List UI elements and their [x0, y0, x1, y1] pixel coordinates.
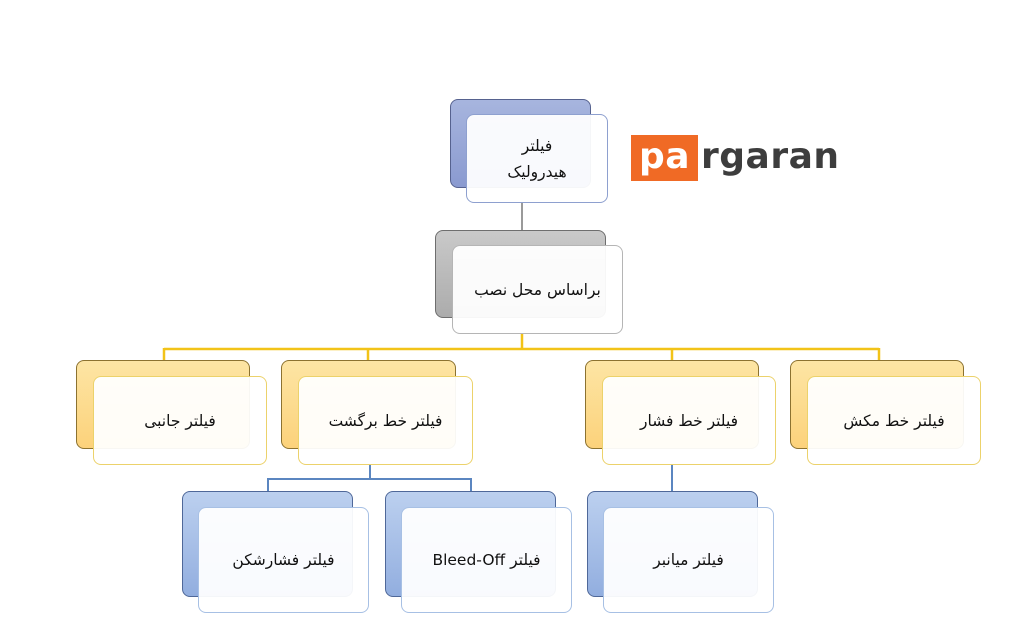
node-return-line-filter-label: فیلتر خط برگشت: [328, 411, 443, 430]
logo-suffix: rgaran: [701, 135, 840, 177]
node-bypass-filter-label: فیلتر میانبر: [653, 551, 724, 569]
connector-level1-to-level2: [162, 333, 881, 361]
node-bleed-off-filter-label: فیلتر Bleed-Off: [432, 551, 541, 569]
node-pressure-line-filter-label: فیلتر خط فشار: [639, 411, 739, 430]
node-hydraulic-filter-line1: فیلتر: [521, 136, 553, 155]
node-bleed-off-filter: فیلتر Bleed-Off: [385, 491, 572, 613]
node-pressure-relief-filter: فیلتر فشارشکن: [182, 491, 369, 613]
node-by-installation-location: براساس محل نصب: [435, 230, 623, 334]
node-side-filter-label: فیلتر جانبی: [144, 411, 216, 430]
node-side-filter: فیلتر جانبی: [76, 360, 267, 465]
pargaran-logo: pa rgaran: [631, 135, 840, 181]
node-pressure-relief-filter-label: فیلتر فشارشکن: [232, 551, 335, 569]
connector-level2-to-level3: [267, 464, 673, 492]
node-suction-line-filter-label: فیلتر خط مکش: [843, 411, 945, 430]
node-pressure-line-filter: فیلتر خط فشار: [585, 360, 776, 465]
node-hydraulic-filter: فیلتر هیدرولیک: [450, 99, 608, 204]
node-by-installation-location-label: براساس محل نصب: [474, 280, 601, 299]
node-suction-line-filter: فیلتر خط مکش: [790, 360, 981, 465]
node-return-line-filter: فیلتر خط برگشت: [281, 360, 473, 465]
logo-prefix: pa: [631, 135, 698, 181]
node-bypass-filter: فیلتر میانبر: [587, 491, 774, 613]
node-hydraulic-filter-line2: هیدرولیک: [507, 162, 567, 181]
